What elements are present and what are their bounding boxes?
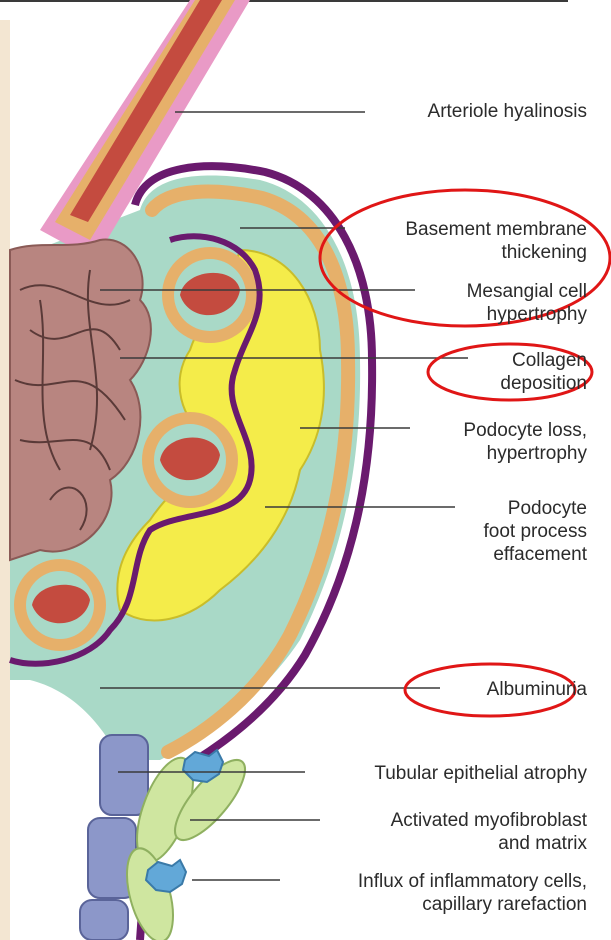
capillary-loop-3: [14, 559, 106, 651]
label-podocyte-loss: Podocyte loss, hypertrophy: [463, 419, 587, 465]
label-arteriole-hyalinosis: Arteriole hyalinosis: [428, 100, 587, 123]
label-albuminuria: Albuminuria: [487, 678, 587, 701]
capillary-loop-1: [162, 247, 258, 343]
label-mesangial-cell: Mesangial cell hypertrophy: [467, 280, 587, 326]
label-collagen-deposition: Collagen deposition: [500, 349, 587, 395]
label-basement-membrane: Basement membrane thickening: [405, 218, 587, 264]
label-inflammatory-cells: Influx of inflammatory cells, capillary …: [358, 870, 587, 916]
label-myofibroblast: Activated myofibroblast and matrix: [391, 809, 587, 855]
label-tubular-atrophy: Tubular epithelial atrophy: [374, 762, 587, 785]
label-foot-process: Podocyte foot process effacement: [484, 497, 588, 566]
capillary-loop-2: [142, 412, 238, 508]
interstitial-tissue: [0, 20, 10, 940]
